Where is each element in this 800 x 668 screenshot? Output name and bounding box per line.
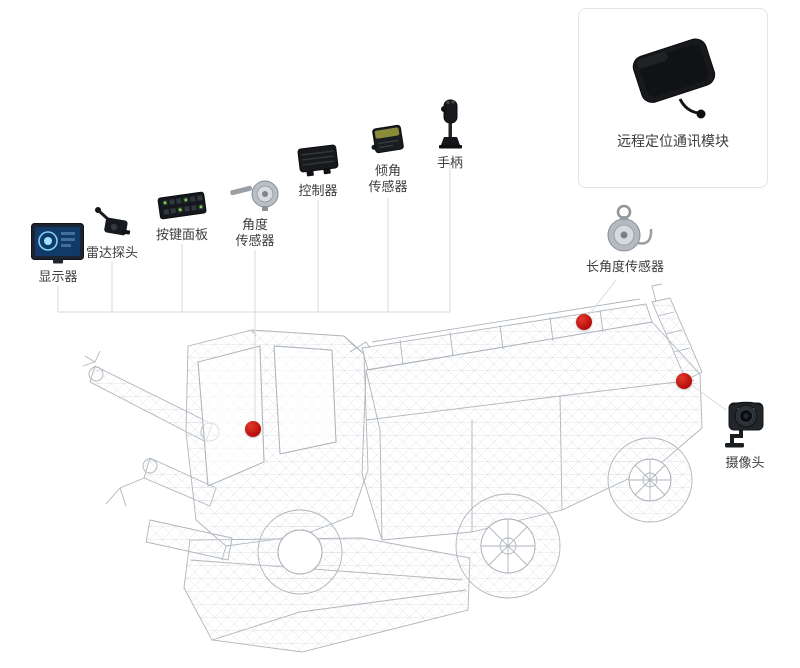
tilt-sensor-label-line1: 倾角: [374, 164, 401, 179]
angle-sensor-label: 角度 传感器: [214, 218, 296, 251]
controller-icon: [295, 140, 341, 178]
camera-label: 摄像头: [725, 456, 765, 471]
remote-module-label: 远程定位通讯模块: [617, 134, 729, 150]
angle-sensor-label-line2: 传感器: [235, 234, 275, 250]
cab: [185, 329, 371, 561]
remote-module-box: 远程定位通讯模块: [578, 8, 768, 188]
vehicle-wireframe: [82, 283, 703, 653]
tilt-sensor-label-line2: 传感器: [368, 180, 408, 196]
radar-probe-icon: [92, 206, 132, 240]
display-label: 显示器: [38, 270, 78, 285]
component-tilt-sensor: 倾角 传感器: [352, 118, 424, 197]
display-icon: [30, 222, 86, 264]
camera-icon: [721, 398, 769, 450]
platform: [145, 519, 471, 653]
wheels: [257, 437, 693, 599]
component-angle-sensor: 角度 传感器: [214, 176, 296, 251]
joystick-icon: [435, 98, 465, 150]
callout-dot-boom: [576, 314, 592, 330]
angle-sensor-icon: [228, 176, 282, 212]
callout-dot-cab: [245, 421, 261, 437]
radar-label: 雷达探头: [85, 246, 138, 261]
component-display: 显示器: [15, 222, 101, 287]
tilt-sensor-label: 倾角 传感器: [352, 164, 424, 197]
joystick-label: 手柄: [436, 156, 463, 171]
callout-dot-rear: [676, 373, 692, 389]
keypad-icon: [156, 188, 208, 222]
connector-lines: [57, 162, 727, 424]
keypad-label: 按键面板: [155, 228, 208, 243]
long-angle-sensor-icon: [596, 204, 654, 254]
long-angle-sensor-label: 长角度传感器: [585, 260, 664, 275]
component-camera: 摄像头: [702, 398, 788, 473]
tilt-sensor-icon: [368, 118, 408, 158]
controller-label: 控制器: [298, 184, 338, 199]
remote-module-icon: [608, 23, 738, 127]
component-controller: 控制器: [282, 140, 354, 201]
component-joystick: 手柄: [420, 98, 480, 173]
component-long-angle-sensor: 长角度传感器: [570, 204, 680, 277]
angle-sensor-label-line1: 角度: [241, 218, 268, 233]
component-radar: 雷达探头: [76, 206, 148, 263]
component-keypad: 按键面板: [140, 188, 224, 245]
